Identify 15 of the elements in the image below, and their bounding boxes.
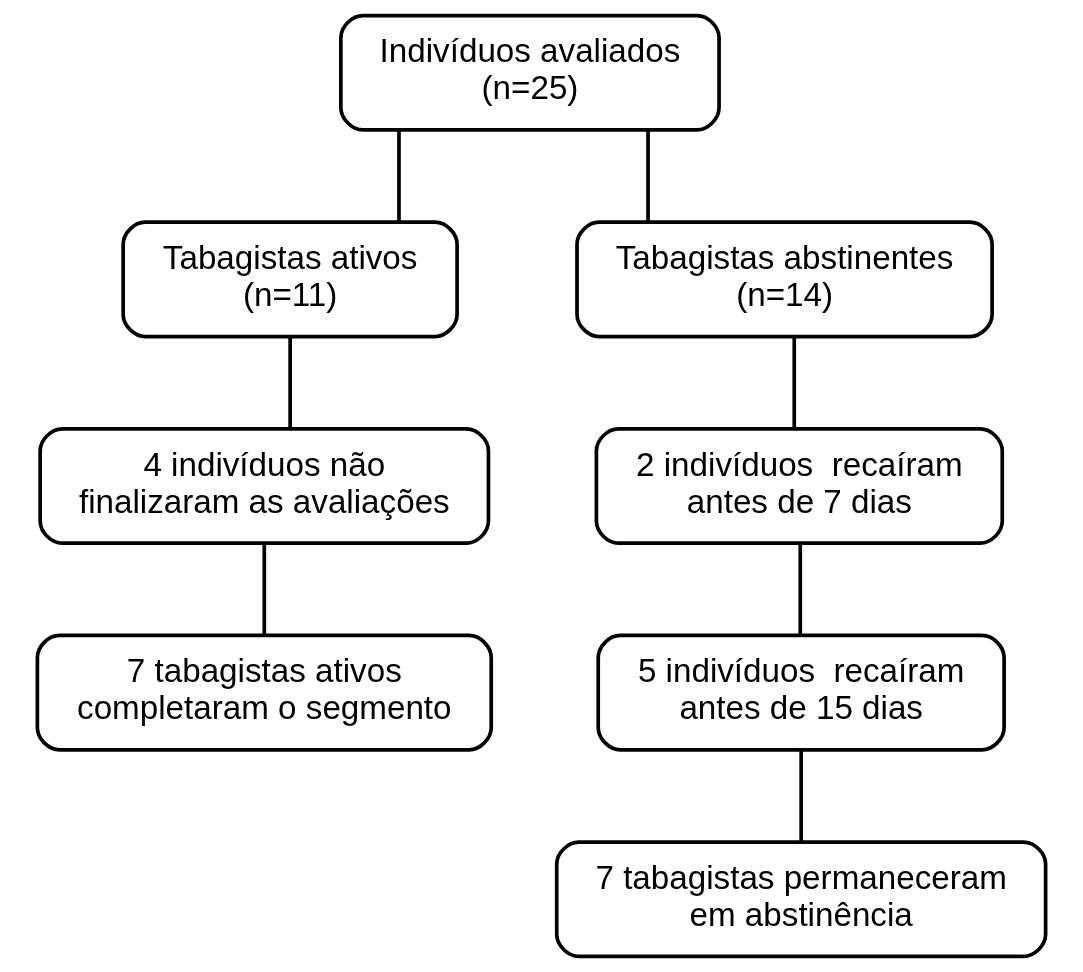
node-box: Tabagistas abstinentes (n=14): [575, 220, 994, 339]
connector: [798, 543, 803, 636]
node-box: 4 indivíduos não finalizaram as avaliações: [38, 426, 491, 546]
node-box: 5 indivíduos recaíram antes de 15 dias: [596, 633, 1006, 752]
connector: [792, 336, 797, 429]
connector: [646, 130, 650, 223]
node-box: 2 indivíduos recaíram antes de 7 dias: [594, 426, 1005, 546]
node-box: Indivíduos avaliados (n=25): [339, 13, 721, 132]
connector: [799, 750, 803, 842]
connector: [397, 130, 401, 223]
connector: [262, 543, 267, 636]
node-box: Tabagistas ativos (n=11): [121, 220, 459, 339]
node-box: 7 tabagistas permaneceram em abstinência: [554, 840, 1048, 959]
node-box: 7 tabagistas ativos completaram o segmento: [35, 633, 494, 752]
connector: [288, 336, 292, 429]
